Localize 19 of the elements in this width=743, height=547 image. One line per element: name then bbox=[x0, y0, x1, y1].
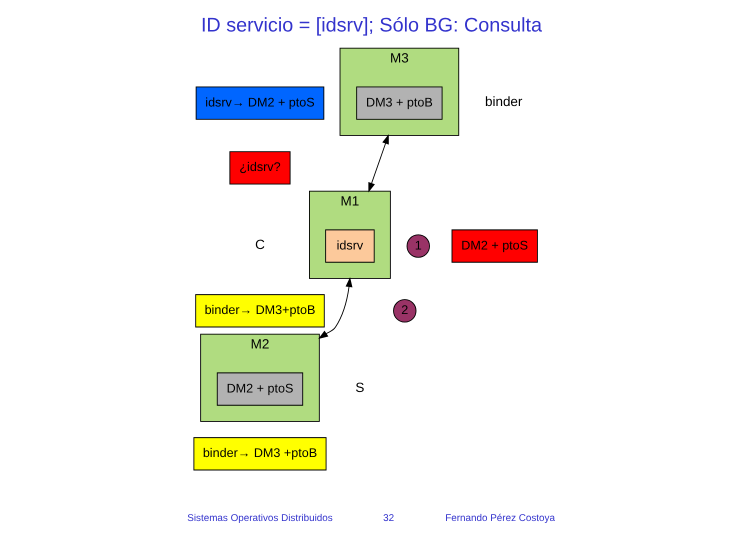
label: C bbox=[255, 237, 265, 252]
label: binder bbox=[484, 94, 522, 110]
arrow bbox=[318, 277, 352, 340]
label: Fernando Pérez Costoya bbox=[445, 513, 555, 524]
node-box: binder→ DM3+ptoB bbox=[195, 294, 325, 328]
node-box: idsrv bbox=[325, 229, 375, 263]
node-box: ¿idsrv? bbox=[229, 151, 291, 184]
node-box: DM2 + ptoS bbox=[216, 372, 304, 406]
label: 32 bbox=[383, 513, 394, 524]
node-box: DM2 + ptoS bbox=[452, 229, 538, 263]
node-box: idsrv→ DM2 + ptoS bbox=[196, 86, 324, 120]
node-box: binder→ DM3 +ptoB bbox=[193, 437, 327, 470]
label: S bbox=[355, 380, 364, 396]
label: Sistemas Operativos Distribuidos bbox=[187, 513, 333, 524]
diagram-title: ID servicio = [idsrv]; Sólo BG: Consulta bbox=[200, 14, 542, 37]
node-circle: 1 bbox=[406, 234, 430, 258]
arrow bbox=[368, 134, 389, 192]
node-box: DM3 + ptoB bbox=[356, 86, 443, 120]
node-circle: 2 bbox=[393, 299, 416, 323]
